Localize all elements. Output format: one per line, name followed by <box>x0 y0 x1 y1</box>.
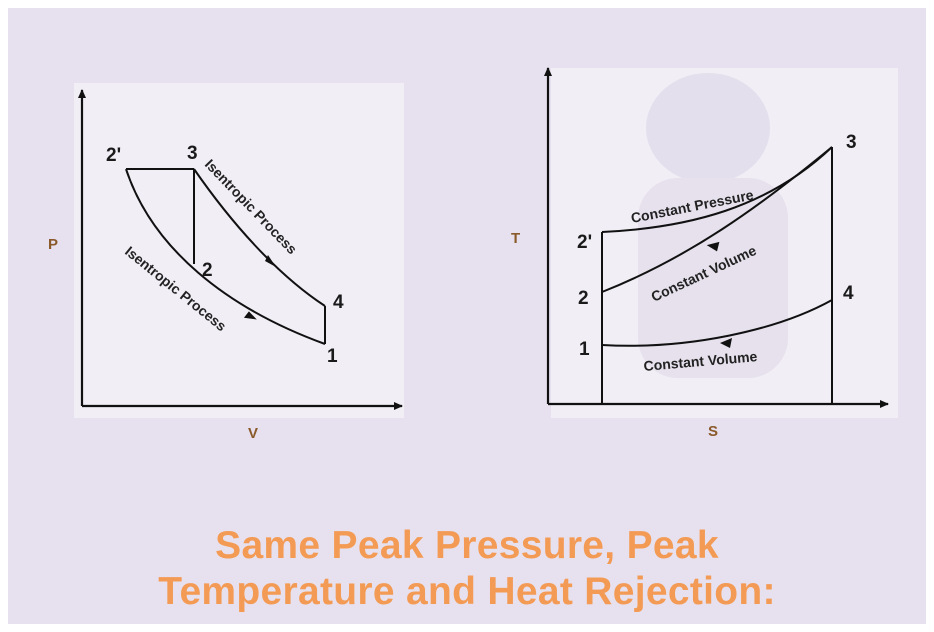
ts-y-axis-label: T <box>511 230 520 247</box>
ts-constant-volume-lower-curve <box>601 299 833 347</box>
pv-point-2-prime: 2' <box>106 145 121 166</box>
pv-point-1: 1 <box>327 346 338 367</box>
headline-line-2: Temperature and Heat Rejection: <box>158 570 776 613</box>
pv-compression-curve <box>125 168 326 345</box>
ts-background-figure-body <box>638 178 788 378</box>
ts-lower-arrow <box>720 338 732 348</box>
pv-expansion-curve <box>193 168 326 307</box>
pv-point-4: 4 <box>333 292 344 313</box>
ts-point-1: 1 <box>579 339 590 360</box>
ts-x-axis-label: S <box>708 423 718 440</box>
ts-point-2: 2 <box>578 288 589 309</box>
pv-diagram: P V 2' 3 2 4 1 Isentropic Process Isentr… <box>48 83 404 442</box>
pv-compression-arrow <box>243 311 257 320</box>
ts-point-2-prime: 2' <box>577 232 592 253</box>
ts-diagram: T S 2' 3 2 4 1 Constant Pressure Constan… <box>511 67 898 440</box>
pv-x-axis-label: V <box>248 425 258 442</box>
pv-y-axis-label: P <box>48 236 58 253</box>
slide-headline: Same Peak Pressure, Peak Temperature and… <box>8 523 926 615</box>
headline-line-1: Same Peak Pressure, Peak <box>215 524 719 567</box>
ts-point-4: 4 <box>843 283 854 304</box>
pv-point-2: 2 <box>202 260 213 281</box>
ts-point-3: 3 <box>846 132 857 153</box>
ts-constant-volume-upper-curve <box>601 146 833 293</box>
pv-expansion-arrow <box>265 255 276 267</box>
ts-upper-arrow <box>706 241 720 252</box>
pv-point-3: 3 <box>187 143 198 164</box>
slide: P V 2' 3 2 4 1 Isentropic Process Isentr… <box>8 8 926 624</box>
pv-plot-panel <box>74 83 404 418</box>
ts-background-figure <box>646 73 770 183</box>
diagram-canvas: P V 2' 3 2 4 1 Isentropic Process Isentr… <box>48 67 898 442</box>
